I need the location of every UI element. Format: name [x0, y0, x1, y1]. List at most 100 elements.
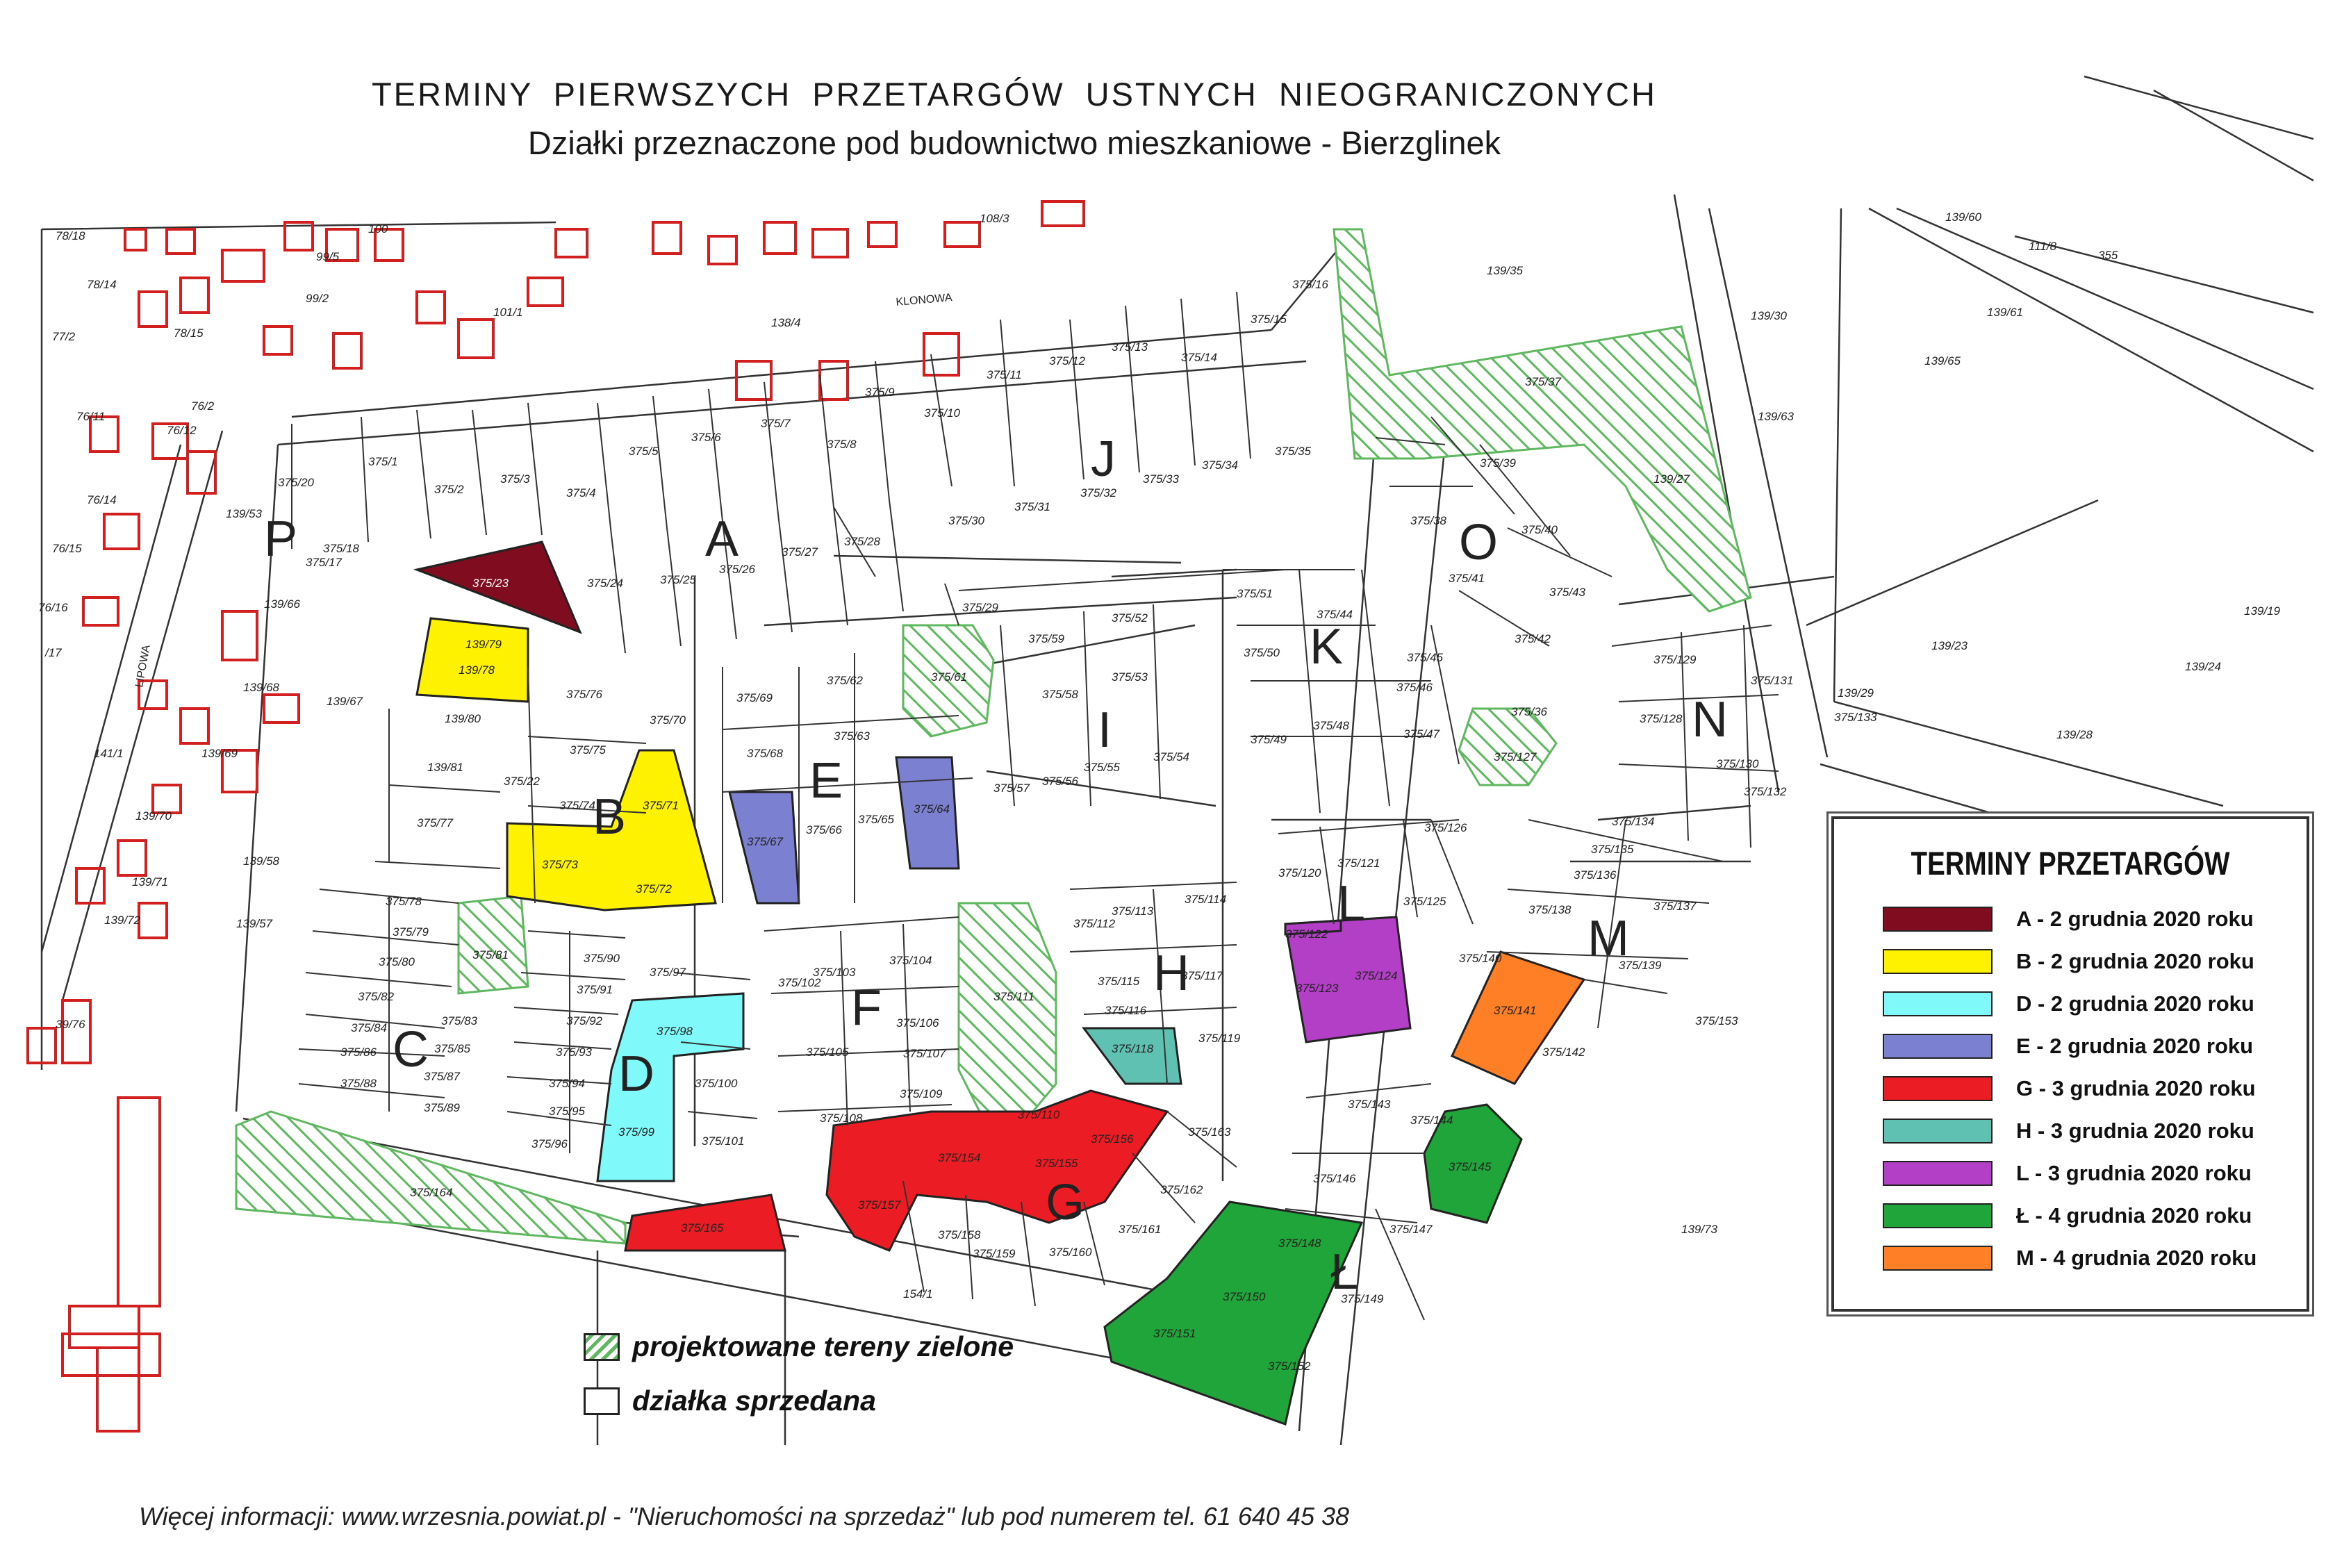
zone-letter: O — [1459, 515, 1498, 570]
parcel-label: 375/150 — [1223, 1290, 1266, 1303]
parcel-label: 139/19 — [2244, 604, 2281, 618]
parcel-label: 139/27 — [1653, 472, 1690, 486]
parcel-label: 375/156 — [1091, 1132, 1134, 1146]
parcel-label: 375/152 — [1268, 1360, 1311, 1373]
parcel-label: 375/87 — [424, 1070, 461, 1083]
parcel-label: 375/72 — [636, 882, 673, 896]
parcel-label: 375/50 — [1244, 646, 1280, 659]
parcel-label: 375/10 — [924, 406, 961, 420]
parcel-label: 375/111 — [993, 990, 1034, 1003]
parcel-label: 375/154 — [938, 1151, 980, 1164]
parcel-label: 375/39 — [1480, 456, 1517, 470]
parcel-label: 375/106 — [896, 1016, 939, 1030]
parcel-label: 375/9 — [865, 386, 895, 399]
parcel-label: 375/161 — [1119, 1223, 1161, 1236]
parcel-label: 375/138 — [1528, 903, 1572, 916]
parcel-label: 375/70 — [650, 713, 686, 727]
footer-info: Więcej informacji: www.wrzesnia.powiat.p… — [139, 1502, 1350, 1530]
zone-b-parcel-main — [506, 749, 717, 911]
parcel-label: 375/64 — [914, 802, 950, 816]
parcel-label: 375/115 — [1098, 975, 1140, 988]
parcel-label: 375/29 — [962, 601, 999, 614]
parcel-label: 375/96 — [531, 1137, 568, 1150]
parcel-label: 375/109 — [900, 1087, 943, 1100]
legend-text: G - 3 grudnia 2020 roku — [2016, 1076, 2256, 1100]
parcel-label: 375/25 — [660, 573, 697, 586]
parcel-label: 139/30 — [1751, 309, 1788, 322]
parcel-label: 375/45 — [1407, 651, 1444, 664]
legend-text: L - 3 grudnia 2020 roku — [2016, 1161, 2252, 1185]
parcel-label: 375/159 — [973, 1247, 1016, 1260]
parcel-label: 375/43 — [1549, 586, 1586, 599]
parcel-label: 375/158 — [938, 1228, 981, 1241]
parcel-label: 375/121 — [1337, 857, 1380, 870]
parcel-label: 375/48 — [1313, 719, 1350, 732]
zone-g-parcel-165 — [624, 1194, 786, 1252]
buildings — [26, 200, 1085, 1433]
parcel-label: 76/2 — [191, 399, 215, 413]
parcel-label: 375/31 — [1014, 500, 1050, 513]
parcel-label: 375/104 — [889, 954, 932, 967]
parcel-label: 78/18 — [56, 229, 85, 242]
parcel-label: 375/113 — [1112, 905, 1154, 918]
zone-letter: I — [1098, 702, 1112, 758]
zone-m-parcel — [1450, 950, 1586, 1085]
legend-swatch-h — [1883, 1119, 1993, 1144]
parcel-label: 355 — [2098, 249, 2118, 262]
parcel-label: 139/23 — [1931, 639, 1968, 652]
parcel-label: 139/71 — [132, 875, 168, 889]
parcel-label: 101/1 — [493, 306, 523, 319]
colored-parcels — [413, 540, 1586, 1426]
parcel-label: 139/65 — [1924, 354, 1961, 368]
zone-letter: C — [393, 1022, 429, 1078]
parcel-label: 375/110 — [1018, 1108, 1060, 1121]
parcel-label: 139/58 — [243, 855, 280, 868]
parcel-label: 375/147 — [1389, 1223, 1433, 1236]
legend-swatch-d — [1883, 991, 1993, 1016]
legend-text: Ł - 4 grudnia 2020 roku — [2016, 1203, 2252, 1228]
parcel-label: 375/132 — [1744, 785, 1787, 798]
parcel-label: 139/53 — [226, 507, 263, 520]
parcel-label: 375/105 — [806, 1046, 849, 1059]
parcel-label: 375/139 — [1619, 959, 1662, 972]
street-label-klonowa: KLONOWA — [896, 292, 953, 308]
parcel-label: 375/118 — [1112, 1042, 1154, 1055]
parcel-label: 375/93 — [556, 1046, 593, 1059]
zone-letter: M — [1587, 911, 1629, 966]
parcel-label: 139/29 — [1838, 686, 1874, 700]
parcel-label: 375/129 — [1653, 653, 1697, 666]
legend-title: TERMINY PRZETARGÓW — [1911, 845, 2230, 882]
parcel-label: 139/57 — [236, 917, 273, 930]
parcel-label: 375/140 — [1459, 952, 1502, 965]
parcel-label: 375/41 — [1449, 572, 1485, 585]
parcel-label: 375/51 — [1237, 587, 1273, 600]
legend-row-h: H - 3 grudnia 2020 roku — [1883, 1117, 2254, 1145]
parcel-label: 375/11 — [987, 368, 1022, 381]
legend-row-m: M - 4 grudnia 2020 roku — [1883, 1244, 2257, 1272]
legend-swatch-a — [1883, 907, 1993, 932]
parcel-label: 375/69 — [736, 691, 773, 704]
parcel-label: 375/163 — [1188, 1125, 1231, 1139]
parcel-label: 375/141 — [1494, 1004, 1536, 1017]
parcel-label: 375/67 — [747, 835, 784, 848]
parcel-label: 375/77 — [417, 816, 454, 830]
parcel-label: 375/151 — [1153, 1327, 1196, 1340]
parcel-label: 375/54 — [1153, 750, 1189, 764]
parcel-label: /17 — [44, 646, 62, 659]
zone-b-parcel-139 — [415, 617, 529, 703]
key-hatch-swatch — [584, 1332, 620, 1361]
parcel-label: 375/99 — [618, 1125, 655, 1139]
zone-d-parcel — [596, 992, 745, 1182]
parcel-label: 139/24 — [2185, 660, 2221, 673]
parcel-label: 375/142 — [1542, 1046, 1585, 1059]
parcel-label: 139/66 — [264, 597, 301, 611]
parcel-label: 375/122 — [1285, 927, 1328, 941]
legend-text: D - 2 grudnia 2020 roku — [2016, 991, 2254, 1016]
parcel-label: 139/63 — [1758, 410, 1795, 423]
parcel-label: 375/107 — [903, 1047, 946, 1060]
parcel-label: 375/83 — [441, 1014, 478, 1028]
parcel-label: 375/165 — [681, 1221, 724, 1235]
parcel-label: 375/26 — [719, 563, 756, 576]
parcel-label: 375/97 — [650, 966, 686, 979]
